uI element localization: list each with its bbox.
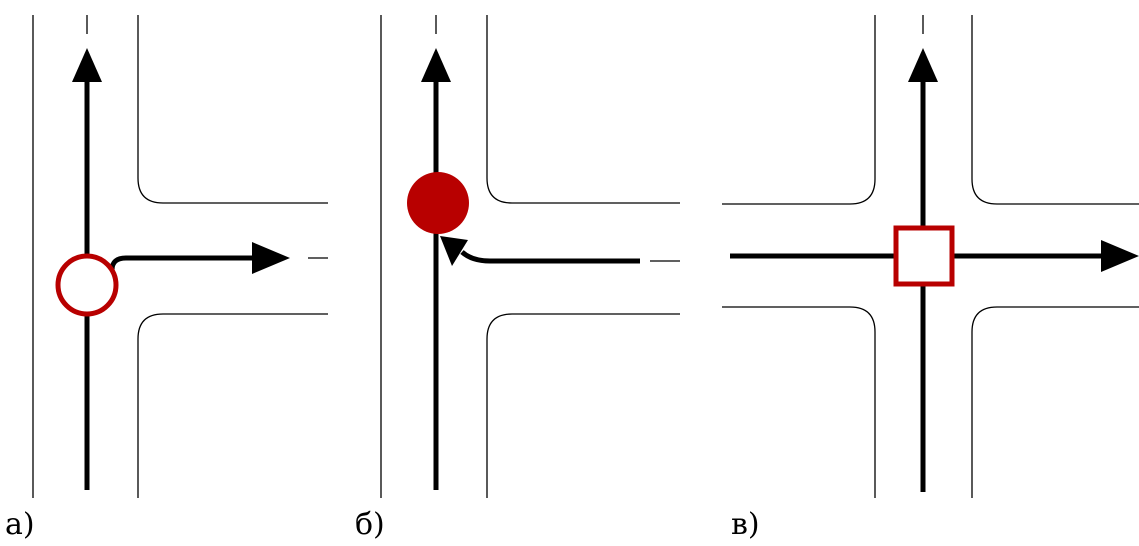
panel-c [722, 15, 1139, 498]
arrowhead-up-c [908, 48, 938, 82]
arrowhead-left-turn-b [440, 236, 468, 266]
centerline-dashes-a [86, 15, 328, 259]
road-edges-c [722, 15, 1139, 498]
panel-label-a: а) [5, 507, 35, 542]
conflict-point-filled-circle [407, 172, 469, 234]
panel-a [32, 15, 328, 498]
arrowhead-right-a [252, 242, 290, 274]
panel-b [380, 15, 680, 498]
panel-label-b: б) [355, 507, 385, 542]
road-edges-a [32, 15, 328, 498]
path-left-turn-b [460, 250, 640, 264]
panel-label-c: в) [731, 507, 760, 542]
path-right-turn-a [109, 255, 255, 271]
arrowhead-right-c [1101, 240, 1139, 272]
centerline-dashes-b [435, 15, 680, 262]
arrowhead-up-a [72, 48, 102, 82]
conflict-point-hollow-circle [55, 253, 119, 317]
road-edges-b [380, 15, 680, 498]
conflict-point-hollow-square [893, 225, 955, 287]
arrowhead-up-b [421, 48, 451, 82]
